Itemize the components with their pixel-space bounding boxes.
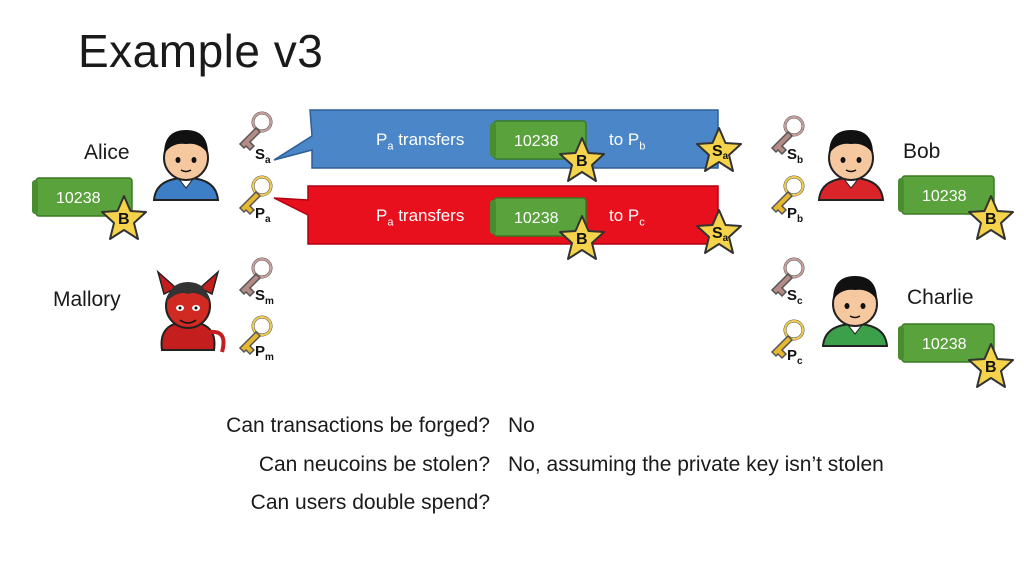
- alice-name: Alice: [84, 141, 130, 164]
- signature-label: Sa: [712, 225, 729, 244]
- coin-value: 10238: [922, 188, 967, 205]
- mallory-devil-avatar: [156, 269, 226, 353]
- tx1-signature-star: Sa: [696, 127, 742, 172]
- alice-secret-key-icon: [238, 111, 273, 152]
- coin-value: 10238: [922, 336, 967, 353]
- badge-label: B: [985, 211, 997, 228]
- question-stolen: Can neucoins be stolen?: [258, 453, 490, 476]
- tx2-coin: 10238: [490, 197, 587, 237]
- alice-public-key-label: Pa: [255, 205, 271, 225]
- charlie-public-key-label: Pc: [787, 347, 803, 367]
- charlie-avatar: [821, 275, 889, 347]
- mallory-name: Mallory: [53, 288, 121, 311]
- coin-value: 10238: [514, 133, 559, 150]
- charlie-secret-key-label: Sc: [787, 287, 803, 307]
- badge-label: B: [118, 211, 130, 228]
- charlie-coin: 10238: [898, 323, 995, 363]
- bob-avatar: [817, 129, 885, 201]
- tx1-coin: 10238: [490, 120, 587, 160]
- bob-coin: 10238: [898, 175, 995, 215]
- tx2-coin-badge: B: [559, 215, 605, 260]
- mallory-public-key-label: Pm: [255, 343, 274, 363]
- bob-coin-badge: B: [968, 195, 1014, 240]
- badge-label: B: [576, 231, 588, 248]
- badge-label: B: [576, 153, 588, 170]
- answer-stolen: No, assuming the private key isn’t stole…: [508, 453, 884, 476]
- bob-name: Bob: [903, 140, 941, 163]
- tx2-recipient: to Pc: [609, 206, 645, 229]
- coin-value: 10238: [514, 210, 559, 227]
- tx1-recipient: to Pb: [609, 130, 646, 153]
- signature-label: Sa: [712, 143, 729, 162]
- bob-public-key-label: Pb: [787, 205, 804, 225]
- coin-value: 10238: [56, 190, 101, 207]
- tx1-coin-badge: B: [559, 137, 605, 182]
- tx1-sender: Pa transfers: [376, 130, 465, 153]
- alice-avatar: [152, 129, 220, 201]
- mallory-secret-key-label: Sm: [255, 287, 274, 307]
- alice-secret-key-label: Sa: [255, 146, 271, 166]
- badge-label: B: [985, 359, 997, 376]
- page-title: Example v3: [78, 25, 324, 77]
- tx2-signature-star: Sa: [696, 209, 742, 254]
- alice-coin-badge: B: [101, 195, 147, 240]
- alice-coin: 10238: [32, 177, 133, 217]
- charlie-coin-badge: B: [968, 343, 1014, 388]
- question-double-spend: Can users double spend?: [250, 491, 490, 514]
- question-forged: Can transactions be forged?: [226, 414, 490, 437]
- charlie-name: Charlie: [907, 286, 974, 309]
- bob-secret-key-label: Sb: [787, 146, 804, 166]
- answer-forged: No: [508, 414, 535, 437]
- tx2-sender: Pa transfers: [376, 206, 465, 229]
